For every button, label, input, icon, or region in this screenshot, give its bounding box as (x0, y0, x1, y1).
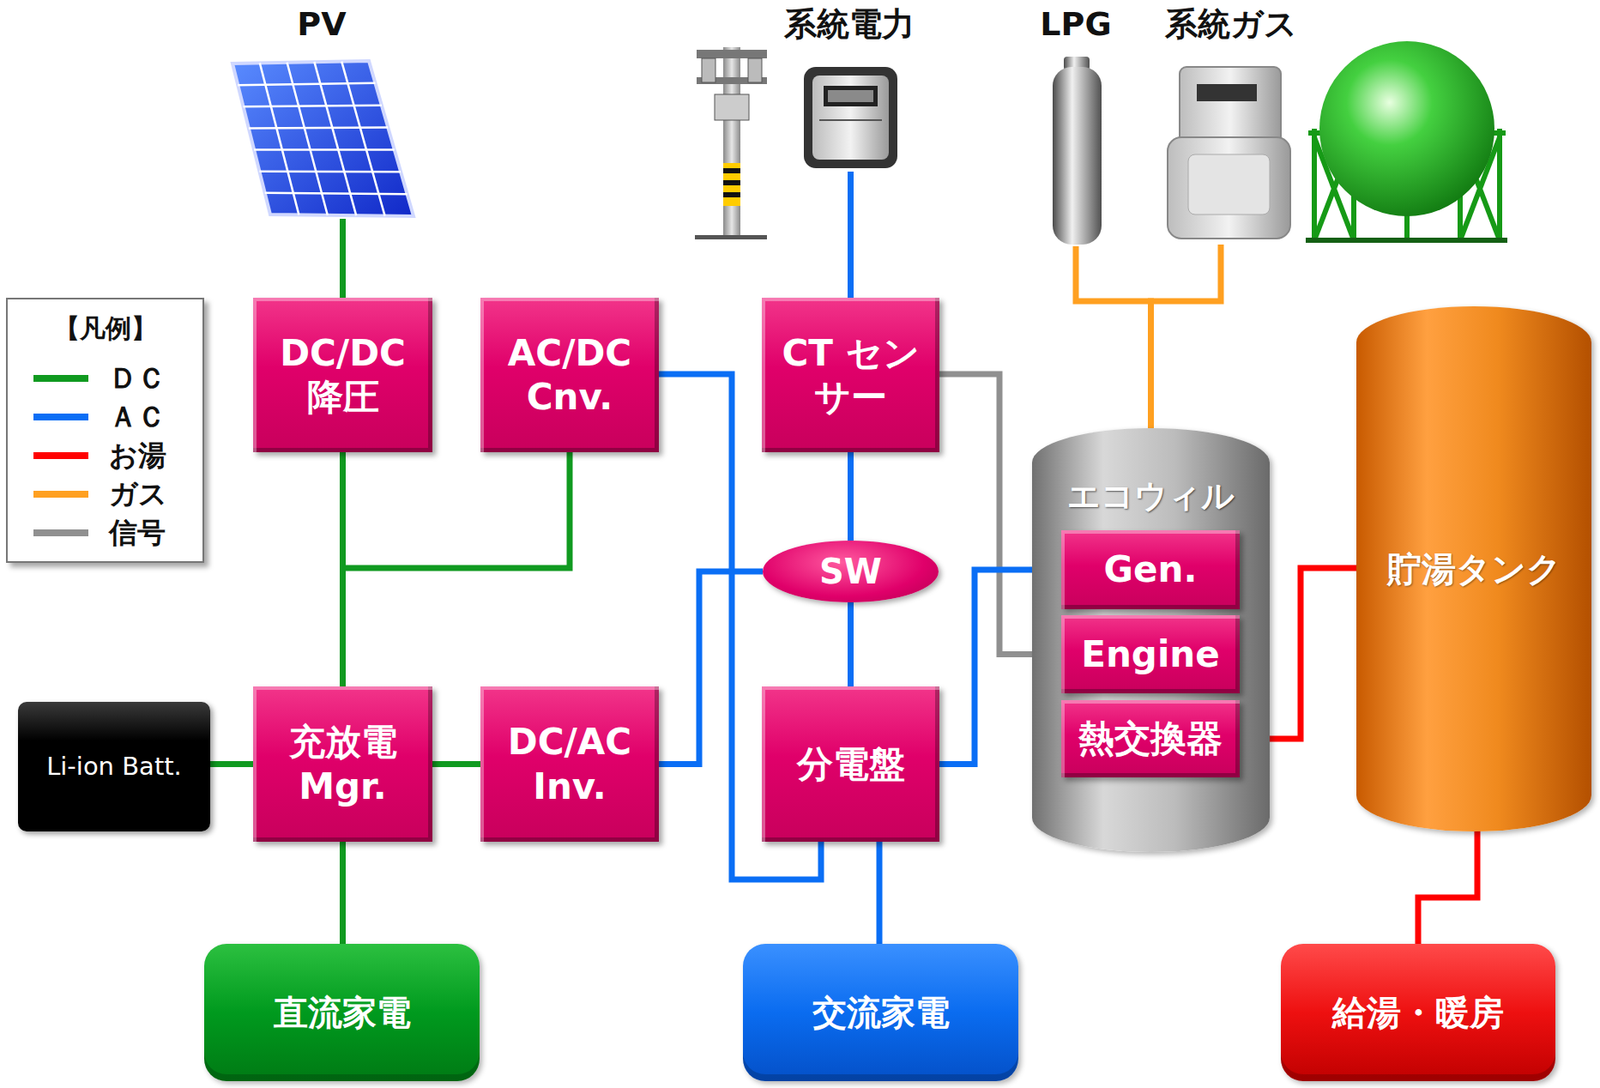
legend-swatch (33, 452, 89, 459)
node-label: SW (819, 550, 882, 593)
dc-wire (210, 760, 254, 767)
node-label: DC/DC 降圧 (261, 331, 424, 419)
battery-box: Li-ion Batt. (18, 701, 211, 832)
node-label: 交流家電 (812, 991, 950, 1034)
process-box: 熱交換器 (1061, 700, 1240, 778)
legend-swatch (33, 413, 89, 421)
node-label: 系統ガス (1165, 4, 1298, 44)
gas-pipe (1075, 246, 1152, 429)
gas-meter-node: 系統ガス (1153, 4, 1309, 245)
node-label: Engine (1080, 632, 1220, 677)
process-box: Engine (1061, 615, 1240, 694)
cogen-unit: エコウィル Gen. Engine 熱交換器 (1032, 428, 1270, 852)
utility-pole (694, 47, 767, 240)
node-label: Li-ion Batt. (46, 751, 182, 782)
pv-panel (232, 60, 414, 217)
legend-row: ＡＣ (33, 398, 197, 436)
legend-swatch (33, 529, 89, 537)
lpg-cylinder (1052, 56, 1102, 245)
legend-box: 【凡例】 ＤＣＡＣお湯ガス信号 (6, 297, 205, 563)
legend-text: お湯 (108, 436, 167, 475)
process-box: Gen. (1061, 530, 1240, 610)
process-box: 分電盤 (761, 686, 940, 842)
gas-pipe (1151, 244, 1222, 429)
process-box: 充放電 Mgr. (253, 686, 433, 842)
node-label: 給湯・暖房 (1332, 991, 1504, 1034)
ac-wire (876, 841, 883, 944)
ac-wire (847, 171, 854, 298)
node-label: DC/AC Inv. (489, 719, 651, 808)
meter-node: 系統電力 (776, 4, 923, 172)
process-box: DC/AC Inv. (480, 686, 659, 842)
lpg-node: LPG (1029, 4, 1123, 247)
legend-text: ＡＣ (108, 398, 166, 436)
legend-row: お湯 (33, 436, 197, 475)
legend-row: 信号 (33, 513, 197, 552)
dc-wire (343, 452, 571, 687)
node-label: PV (296, 4, 346, 44)
ac-wire (847, 602, 854, 687)
node-label: エコウィル (1067, 476, 1235, 516)
storage-tank: 貯湯タンク (1356, 306, 1592, 832)
node-label: AC/DC Cnv. (489, 331, 651, 419)
ac-wire (658, 571, 763, 765)
process-box: AC/DC Cnv. (480, 297, 659, 453)
node-label: 系統電力 (784, 4, 915, 44)
load-box: 交流家電 (742, 943, 1019, 1081)
load-box: 直流家電 (204, 943, 480, 1081)
dc-wire (339, 218, 346, 298)
node-label: 直流家電 (273, 991, 411, 1034)
switch-ellipse: SW (762, 540, 939, 603)
node-label: 充放電 Mgr. (261, 719, 424, 808)
legend-text: 信号 (108, 513, 166, 552)
gas-meter (1167, 66, 1291, 239)
process-box: CT センサー (761, 297, 940, 453)
electric-meter (803, 66, 898, 169)
legend-swatch (33, 374, 89, 382)
legend-swatch (33, 490, 89, 498)
legend-title: 【凡例】 (7, 311, 203, 347)
node-label: CT センサー (770, 331, 931, 419)
dc-wire (339, 841, 346, 944)
node-label: 熱交換器 (1078, 716, 1223, 761)
node-label: Gen. (1104, 547, 1198, 592)
node-label: LPG (1039, 4, 1111, 44)
process-box: DC/DC 降圧 (253, 297, 433, 453)
hot-water-pipe (1418, 829, 1478, 944)
ac-wire (847, 452, 854, 541)
legend-text: ガス (108, 475, 168, 514)
pv-panel-node: PV (221, 4, 423, 219)
legend-row: ガス (33, 475, 197, 514)
pv-grid (237, 61, 407, 217)
legend-text: ＤＣ (108, 359, 166, 398)
dc-wire (432, 760, 481, 767)
node-label: 分電盤 (796, 742, 906, 786)
gas-holder (1305, 41, 1508, 241)
load-box: 給湯・暖房 (1280, 943, 1556, 1081)
legend-row: ＤＣ (33, 359, 197, 398)
node-label: 貯湯タンク (1387, 548, 1562, 591)
